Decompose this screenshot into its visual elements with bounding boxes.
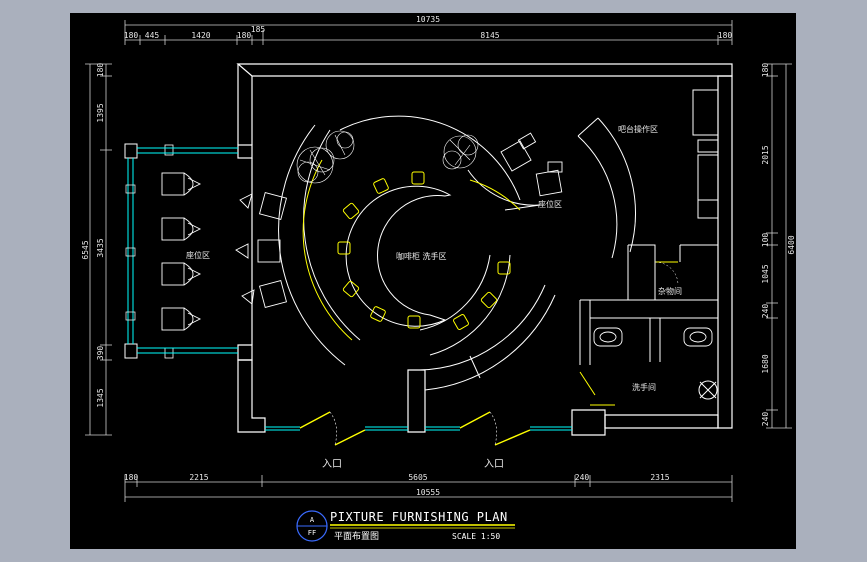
dim-top-seg: 8145 xyxy=(480,31,499,40)
dimension-lines xyxy=(85,20,792,502)
dim-top-seg: 180 xyxy=(718,31,733,40)
plant-decor xyxy=(296,130,479,184)
dim-top-seg: 445 xyxy=(145,31,160,40)
dim-left-seg: 1345 xyxy=(96,388,105,407)
marker-top: A xyxy=(310,516,315,524)
dim-bottom-seg: 5605 xyxy=(408,473,427,482)
label-storage: 杂物间 xyxy=(658,286,682,296)
dim-bottom-total: 10555 xyxy=(416,488,440,497)
marker-bottom: FF xyxy=(308,529,316,537)
label-seating-left: 座位区 xyxy=(186,250,210,260)
dim-top-seg: 180 xyxy=(237,31,252,40)
bar-stools xyxy=(337,171,511,330)
dim-right-seg: 2015 xyxy=(761,145,770,164)
dim-top-total: 10735 xyxy=(416,15,440,24)
dimension-labels: 10735 180 445 1420 180 185 8145 180 180 … xyxy=(81,15,796,497)
dim-left-seg: 180 xyxy=(96,63,105,78)
dim-left-seg: 1395 xyxy=(96,103,105,122)
plan-scale: SCALE 1:50 xyxy=(452,532,500,541)
dim-right-seg: 100 xyxy=(761,233,770,248)
dim-bottom-seg: 240 xyxy=(575,473,590,482)
dim-left-total: 6545 xyxy=(81,240,90,259)
dim-top-seg: 1420 xyxy=(191,31,210,40)
front-facade xyxy=(265,411,572,446)
dim-right-seg: 1045 xyxy=(761,264,770,283)
title-block: A FF PIXTURE FURNISHING PLAN 平面布置图 SCALE… xyxy=(296,510,515,542)
toilets xyxy=(593,327,713,347)
central-counter xyxy=(278,115,636,391)
dim-right-total: 6400 xyxy=(787,235,796,254)
drawing-canvas xyxy=(70,13,796,549)
label-entrance-right: 入口 xyxy=(484,459,504,470)
plan-title: PIXTURE FURNISHING PLAN xyxy=(330,510,508,524)
label-entrance-left: 入口 xyxy=(322,459,342,470)
label-coffee-bar: 咖啡柜 洗手区 xyxy=(396,251,447,261)
dim-bottom-seg: 180 xyxy=(124,473,139,482)
lounge-chairs xyxy=(161,132,563,331)
dim-bottom-seg: 2315 xyxy=(650,473,669,482)
service-doors xyxy=(579,261,679,406)
dim-right-seg: 240 xyxy=(761,412,770,427)
dim-left-seg: 3435 xyxy=(96,238,105,257)
dim-top-seg: 180 xyxy=(124,31,139,40)
plan-subtitle: 平面布置图 xyxy=(334,530,379,542)
label-bar-work-area: 吧台操作区 xyxy=(618,124,658,134)
dim-top-seg: 185 xyxy=(251,25,266,34)
arc-seats-inner xyxy=(302,159,521,341)
label-seating-top: 座位区 xyxy=(538,199,562,209)
dim-bottom-seg: 2215 xyxy=(189,473,208,482)
glass-facade-left xyxy=(124,143,238,359)
dim-right-seg: 240 xyxy=(761,304,770,319)
dim-right-seg: 1680 xyxy=(761,354,770,373)
label-washroom: 洗手间 xyxy=(632,382,656,392)
dim-right-seg: 180 xyxy=(761,63,770,78)
service-rooms xyxy=(579,89,719,400)
walls xyxy=(236,63,733,436)
dim-left-seg: 390 xyxy=(96,346,105,361)
